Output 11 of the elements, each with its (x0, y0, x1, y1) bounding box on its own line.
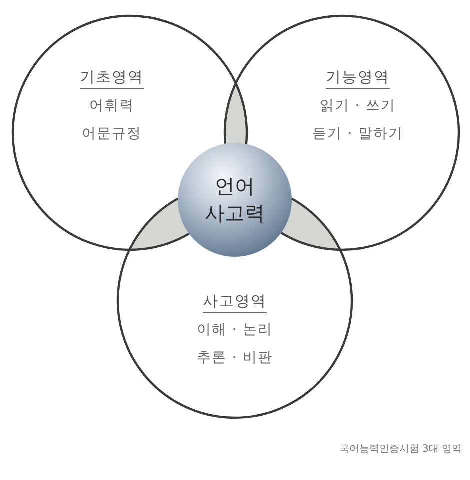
area-item: 어휘력 (90, 97, 134, 115)
area-item: 추론 · 비판 (196, 349, 274, 367)
caption: 국어능력인증시험 3대 영역 (339, 443, 462, 456)
area-item: 듣기 · 말하기 (312, 125, 404, 143)
area-item: 읽기 · 쓰기 (320, 97, 396, 115)
sphere-label: 언어 사고력 (204, 173, 266, 227)
area-heading: 기능영역 (326, 68, 390, 89)
area-item: 어문규정 (82, 125, 142, 143)
area-heading: 기초영역 (80, 68, 144, 89)
area-heading: 사고영역 (203, 292, 267, 313)
area-item: 이해 · 논리 (196, 321, 274, 339)
